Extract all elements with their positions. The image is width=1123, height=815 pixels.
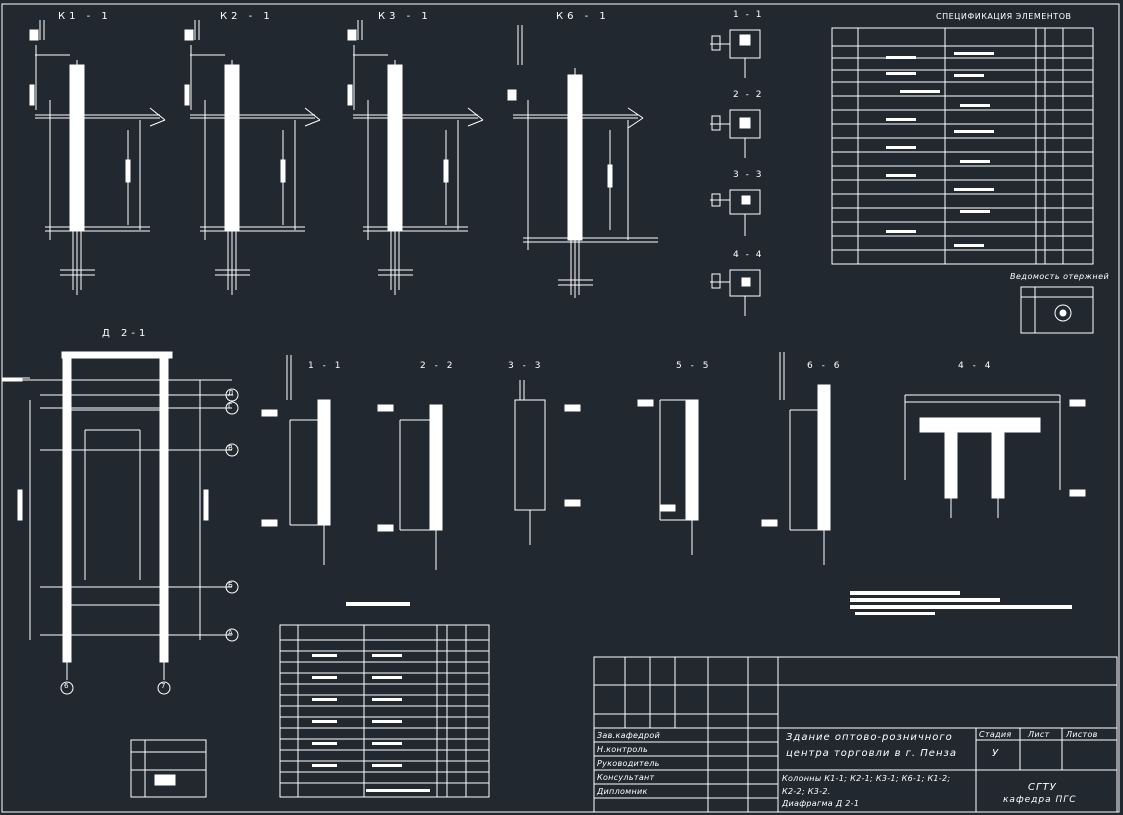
stamp-sheet-desc-2: К2-2; К3-2. <box>782 787 831 796</box>
stamp-sheet-desc-1: Колонны К1-1; К2-1; К3-1; К6-1; К1-2; <box>782 774 951 783</box>
stamp-role-head: Зав.кафедрой <box>597 731 661 740</box>
axis-label-v: В <box>228 444 233 452</box>
axis-label-b: Б <box>228 581 233 589</box>
section-6-6 <box>761 352 831 565</box>
title-d21: Д 2-1 <box>102 328 150 339</box>
column-k2 <box>184 20 321 295</box>
section-2-2 <box>377 404 443 570</box>
stamp-role-consultant: Консультант <box>597 773 655 782</box>
axis-label-d: Д <box>228 389 234 397</box>
detail-2-2 <box>710 109 761 158</box>
stamp-col-sheet: Лист <box>1028 730 1050 739</box>
spec-table-title: СПЕЦИФИКАЦИЯ ЭЛЕМЕНТОВ <box>936 12 1072 21</box>
stamp-org-name: СГТУ <box>1028 782 1057 793</box>
title-block <box>593 656 1118 813</box>
title-detail-3: 3 - 3 <box>733 170 764 180</box>
stamp-project-line1: Здание оптово-розничного <box>786 732 953 743</box>
section-5-5 <box>637 399 699 555</box>
title-k6: К6 - 1 <box>556 11 610 22</box>
column-k1 <box>29 20 166 295</box>
axis-markers <box>60 388 239 695</box>
axis-label-a: А <box>228 629 233 637</box>
detail-4-4 <box>710 269 761 316</box>
title-k3: К3 - 1 <box>378 11 432 22</box>
title-detail-4: 4 - 4 <box>733 250 764 260</box>
spec-table <box>831 27 1094 265</box>
stamp-sheet-desc-3: Диафрагма Д 2-1 <box>782 799 860 808</box>
title-detail-1: 1 - 1 <box>733 10 764 20</box>
title-k2: К2 - 1 <box>220 11 274 22</box>
notes-lines <box>346 591 1072 615</box>
stamp-role-supervisor: Руководитель <box>597 759 660 768</box>
stamp-role-student: Дипломник <box>597 787 648 796</box>
title-section-6: 6 - 6 <box>807 361 843 371</box>
axis-label-7: 7 <box>161 682 166 690</box>
axis-label-6: 6 <box>64 682 69 690</box>
diaphragm-d21 <box>1 351 232 680</box>
title-detail-2: 2 - 2 <box>733 90 764 100</box>
stamp-org-dept: кафедра ПГС <box>1003 795 1077 805</box>
stamp-col-sheets: Листов <box>1066 730 1098 739</box>
sheet-frame <box>1 3 1120 813</box>
title-k1: К1 - 1 <box>58 11 112 22</box>
steel-table <box>279 624 490 798</box>
bars-table <box>1020 286 1094 334</box>
axis-label-g: Г <box>228 402 233 410</box>
column-k6 <box>507 25 658 298</box>
detail-3-3 <box>710 189 761 236</box>
section-4-4 <box>904 394 1086 518</box>
small-legend-table <box>130 739 207 798</box>
section-1-1 <box>261 355 331 565</box>
stamp-stage-value: У <box>992 748 1000 759</box>
stamp-col-stage: Стадия <box>979 730 1012 739</box>
stamp-role-control: Н.контроль <box>597 745 648 754</box>
detail-1-1 <box>710 29 761 78</box>
title-section-1: 1 - 1 <box>308 361 344 371</box>
title-section-3: 3 - 3 <box>508 361 544 371</box>
stamp-project-line2: центра торговли в г. Пенза <box>786 748 957 759</box>
title-section-4: 4 - 4 <box>958 361 994 371</box>
column-k3 <box>347 20 484 295</box>
title-section-2: 2 - 2 <box>420 361 456 371</box>
bars-table-title: Ведомость отержней <box>1010 272 1110 281</box>
title-section-5: 5 - 5 <box>676 361 712 371</box>
section-3-3 <box>514 380 581 545</box>
